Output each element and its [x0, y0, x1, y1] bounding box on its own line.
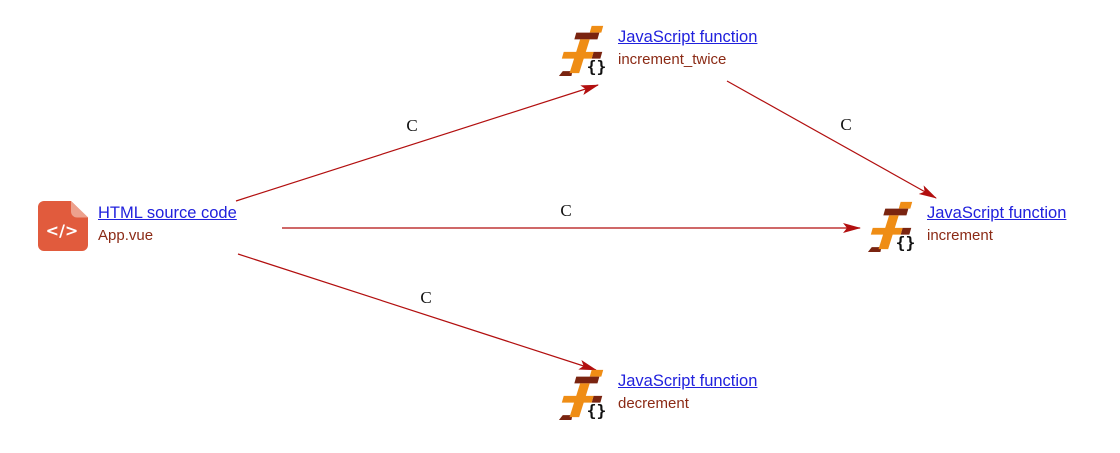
js-function-icon[interactable]: {}: [866, 200, 918, 252]
f-top-serif: [898, 201, 913, 209]
f-crossbar: [870, 227, 903, 235]
braces-glyph: {}: [896, 233, 916, 252]
braces-glyph: {}: [587, 401, 607, 420]
increment-subtitle: increment: [927, 227, 993, 244]
edge-label-call: C: [420, 288, 431, 307]
edge-label-call: C: [406, 116, 417, 135]
f-top-bar: [574, 32, 600, 40]
braces-glyph: {}: [587, 57, 607, 76]
decrement-link[interactable]: JavaScript function: [618, 372, 758, 390]
f-bottom-tail: [867, 247, 882, 252]
edge-label-call: C: [840, 115, 851, 134]
f-top-bar: [883, 208, 909, 216]
edge-increment-twice-to-increment: [726, 80, 937, 199]
edge-label-call: C: [560, 201, 571, 220]
increment-link[interactable]: JavaScript function: [927, 204, 1067, 222]
node-increment[interactable]: {} JavaScript function increment: [866, 200, 1066, 252]
f-crossbar: [561, 395, 594, 403]
node-text-block: JavaScript function increment: [927, 200, 1066, 245]
js-function-icon[interactable]: {}: [557, 368, 609, 420]
code-brackets-glyph: </>: [46, 221, 79, 240]
decrement-subtitle: decrement: [618, 395, 689, 412]
f-top-bar: [574, 376, 600, 384]
increment-twice-subtitle: increment_twice: [618, 51, 727, 68]
f-crossbar-shadow: [900, 227, 912, 235]
f-crossbar-shadow: [591, 395, 603, 403]
js-function-icon[interactable]: {}: [557, 24, 609, 76]
html-source-subtitle: App.vue: [98, 227, 154, 244]
f-crossbar: [561, 51, 594, 59]
f-bottom-tail: [558, 415, 573, 420]
node-text-block: HTML source code App.vue: [98, 200, 237, 245]
f-top-serif: [589, 25, 604, 33]
f-crossbar-shadow: [591, 51, 603, 59]
html-source-link[interactable]: HTML source code: [98, 204, 237, 222]
node-html-source[interactable]: </> HTML source code App.vue: [37, 200, 237, 252]
node-decrement[interactable]: {} JavaScript function decrement: [557, 368, 757, 420]
f-bottom-tail: [558, 71, 573, 76]
html-file-icon-fold: [71, 201, 88, 218]
f-top-serif: [589, 369, 604, 377]
edge-html-to-increment-twice: [235, 84, 599, 202]
increment-twice-link[interactable]: JavaScript function: [618, 28, 758, 46]
edge-html-to-decrement: [237, 253, 597, 371]
node-text-block: JavaScript function increment_twice: [618, 24, 757, 69]
html-file-icon[interactable]: </>: [37, 200, 89, 252]
node-increment-twice[interactable]: {} JavaScript function increment_twice: [557, 24, 757, 76]
node-text-block: JavaScript function decrement: [618, 368, 757, 413]
